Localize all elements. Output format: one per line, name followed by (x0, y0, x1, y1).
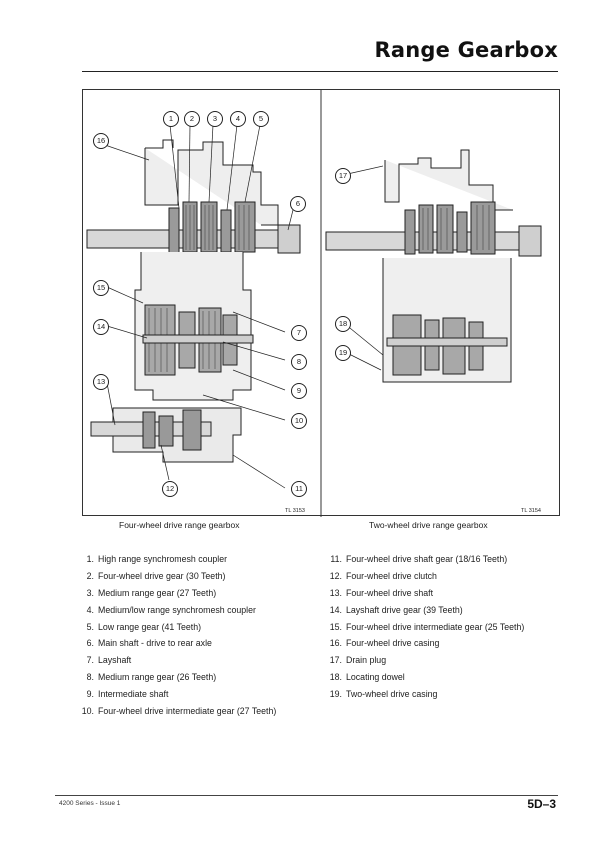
footer-series: 4200 Series - Issue 1 (59, 800, 121, 807)
callout-11: 11 (291, 481, 307, 497)
legend-item-number: 8. (86, 672, 94, 683)
callout-12: 12 (162, 481, 178, 497)
callout-10: 10 (291, 413, 307, 429)
legend-item-text: Main shaft - drive to rear axle (98, 638, 212, 649)
legend-item-text: Intermediate shaft (98, 689, 169, 700)
legend-item: 6. Main shaft - drive to rear axle (78, 635, 276, 652)
legend-item-text: Medium range gear (27 Teeth) (98, 587, 217, 598)
two-wheel-drive-drawing (325, 149, 542, 383)
legend-item-number: 12. (329, 570, 342, 581)
legend-item-number: 2. (86, 570, 94, 581)
callout-14: 14 (93, 319, 109, 335)
callout-8: 8 (291, 354, 307, 370)
legend-item-text: Four-wheel drive intermediate gear (27 T… (98, 706, 277, 717)
legend-item-text: Four-wheel drive shaft gear (18/16 Teeth… (346, 554, 508, 564)
legend-item: 12. Four-wheel drive clutch (326, 568, 524, 585)
legend-item-text: Four-wheel drive clutch (346, 570, 437, 581)
legend-item: 10. Four-wheel drive intermediate gear (2… (78, 703, 277, 720)
callout-1: 1 (163, 111, 179, 127)
legend-item-text: Four-wheel drive shaft (346, 587, 434, 598)
legend-item: 11. Four-wheel drive shaft gear (18/16 Te… (326, 551, 524, 568)
legend-item-text: Four-wheel drive casing (346, 638, 440, 649)
legend-item-number: 9. (86, 689, 94, 700)
callout-16: 16 (93, 133, 109, 149)
callout-6: 6 (290, 196, 306, 212)
legend-item: 14. Layshaft drive gear (39 Teeth) (326, 602, 524, 619)
callout-17: 17 (335, 168, 351, 184)
legend-item: 1. High range synchromesh coupler (78, 551, 276, 568)
legend-item-number: 4. (86, 604, 94, 615)
page-number: 5D–3 (527, 797, 556, 811)
legend-item-number: 17. (329, 655, 342, 666)
legend-item: 19. Two-wheel drive casing (326, 686, 524, 703)
callout-9: 9 (291, 383, 307, 399)
callout-13: 13 (93, 374, 109, 390)
callout-7: 7 (291, 325, 307, 341)
gearbox-drawing (86, 90, 542, 517)
legend-item-number: 6. (86, 638, 94, 649)
legend-item-text: Locating dowel (346, 672, 405, 683)
legend-item-number: 14. (329, 604, 342, 615)
callout-3: 3 (207, 111, 223, 127)
callout-19: 19 (335, 345, 351, 361)
figure-tag-right: TL 3154 (521, 508, 541, 514)
callout-2: 2 (184, 111, 200, 127)
legend-item-text: Drain plug (346, 655, 387, 666)
legend-list-right: 11. Four-wheel drive shaft gear (18/16 Te… (326, 551, 525, 703)
legend-item: 4. Medium/low range synchromesh coupler (78, 602, 276, 619)
legend-list-left: 1. High range synchromesh coupler 2. Four-w… (78, 551, 277, 720)
legend-item-number: 3. (86, 587, 94, 598)
four-wheel-drive-drawing (86, 124, 301, 489)
legend-item: 16. Four-wheel drive casing (326, 635, 524, 652)
legend-item-number: 7. (86, 655, 94, 666)
title-divider (82, 71, 558, 72)
callout-5: 5 (253, 111, 269, 127)
legend-item-number: 16. (329, 638, 342, 649)
legend-item-text: Four-wheel drive gear (30 Teeth) (98, 570, 226, 581)
legend-item: 7. Layshaft (78, 652, 276, 669)
legend-item-number: 5. (86, 621, 94, 632)
legend-item: 8. Medium range gear (26 Teeth) (78, 669, 276, 686)
footer-divider (55, 795, 558, 796)
legend-item: 17. Drain plug (326, 652, 524, 669)
page-title: Range Gearbox (374, 38, 558, 62)
legend-item-number: 1. (86, 554, 94, 564)
legend-item-text: Low range gear (41 Teeth) (98, 621, 202, 632)
legend-item-text: Medium range gear (26 Teeth) (98, 672, 217, 683)
legend-item-number: 15. (329, 621, 342, 632)
legend-item-text: Two-wheel drive casing (346, 689, 438, 700)
legend-item-text: Four-wheel drive intermediate gear (25 T… (346, 621, 525, 632)
legend-item: 5. Low range gear (41 Teeth) (78, 619, 276, 636)
legend-item: 18. Locating dowel (326, 669, 524, 686)
legend-item-text: Layshaft drive gear (39 Teeth) (346, 604, 463, 615)
legend-item-number: 13. (329, 587, 342, 598)
callout-18: 18 (335, 316, 351, 332)
legend-item: 9. Intermediate shaft (78, 686, 276, 703)
right-figure-caption: Two-wheel drive range gearbox (369, 520, 488, 530)
left-figure-caption: Four-wheel drive range gearbox (119, 520, 240, 530)
legend-item-number: 19. (329, 689, 342, 700)
legend-item-text: Layshaft (98, 655, 132, 666)
legend-item: 2. Four-wheel drive gear (30 Teeth) (78, 568, 276, 585)
callout-4: 4 (230, 111, 246, 127)
legend-item-number: 11. (330, 554, 342, 564)
legend-item-text: High range synchromesh coupler (98, 554, 228, 564)
legend-item-text: Medium/low range synchromesh coupler (98, 604, 256, 615)
callout-15: 15 (93, 280, 109, 296)
legend-item-number: 18. (329, 672, 342, 683)
legend-item-number: 10. (81, 706, 94, 717)
legend-item: 15. Four-wheel drive intermediate gear (2… (326, 619, 525, 636)
legend-item: 13. Four-wheel drive shaft (326, 585, 524, 602)
legend-item: 3. Medium range gear (27 Teeth) (78, 585, 276, 602)
figure-tag-left: TL 3153 (285, 508, 305, 514)
